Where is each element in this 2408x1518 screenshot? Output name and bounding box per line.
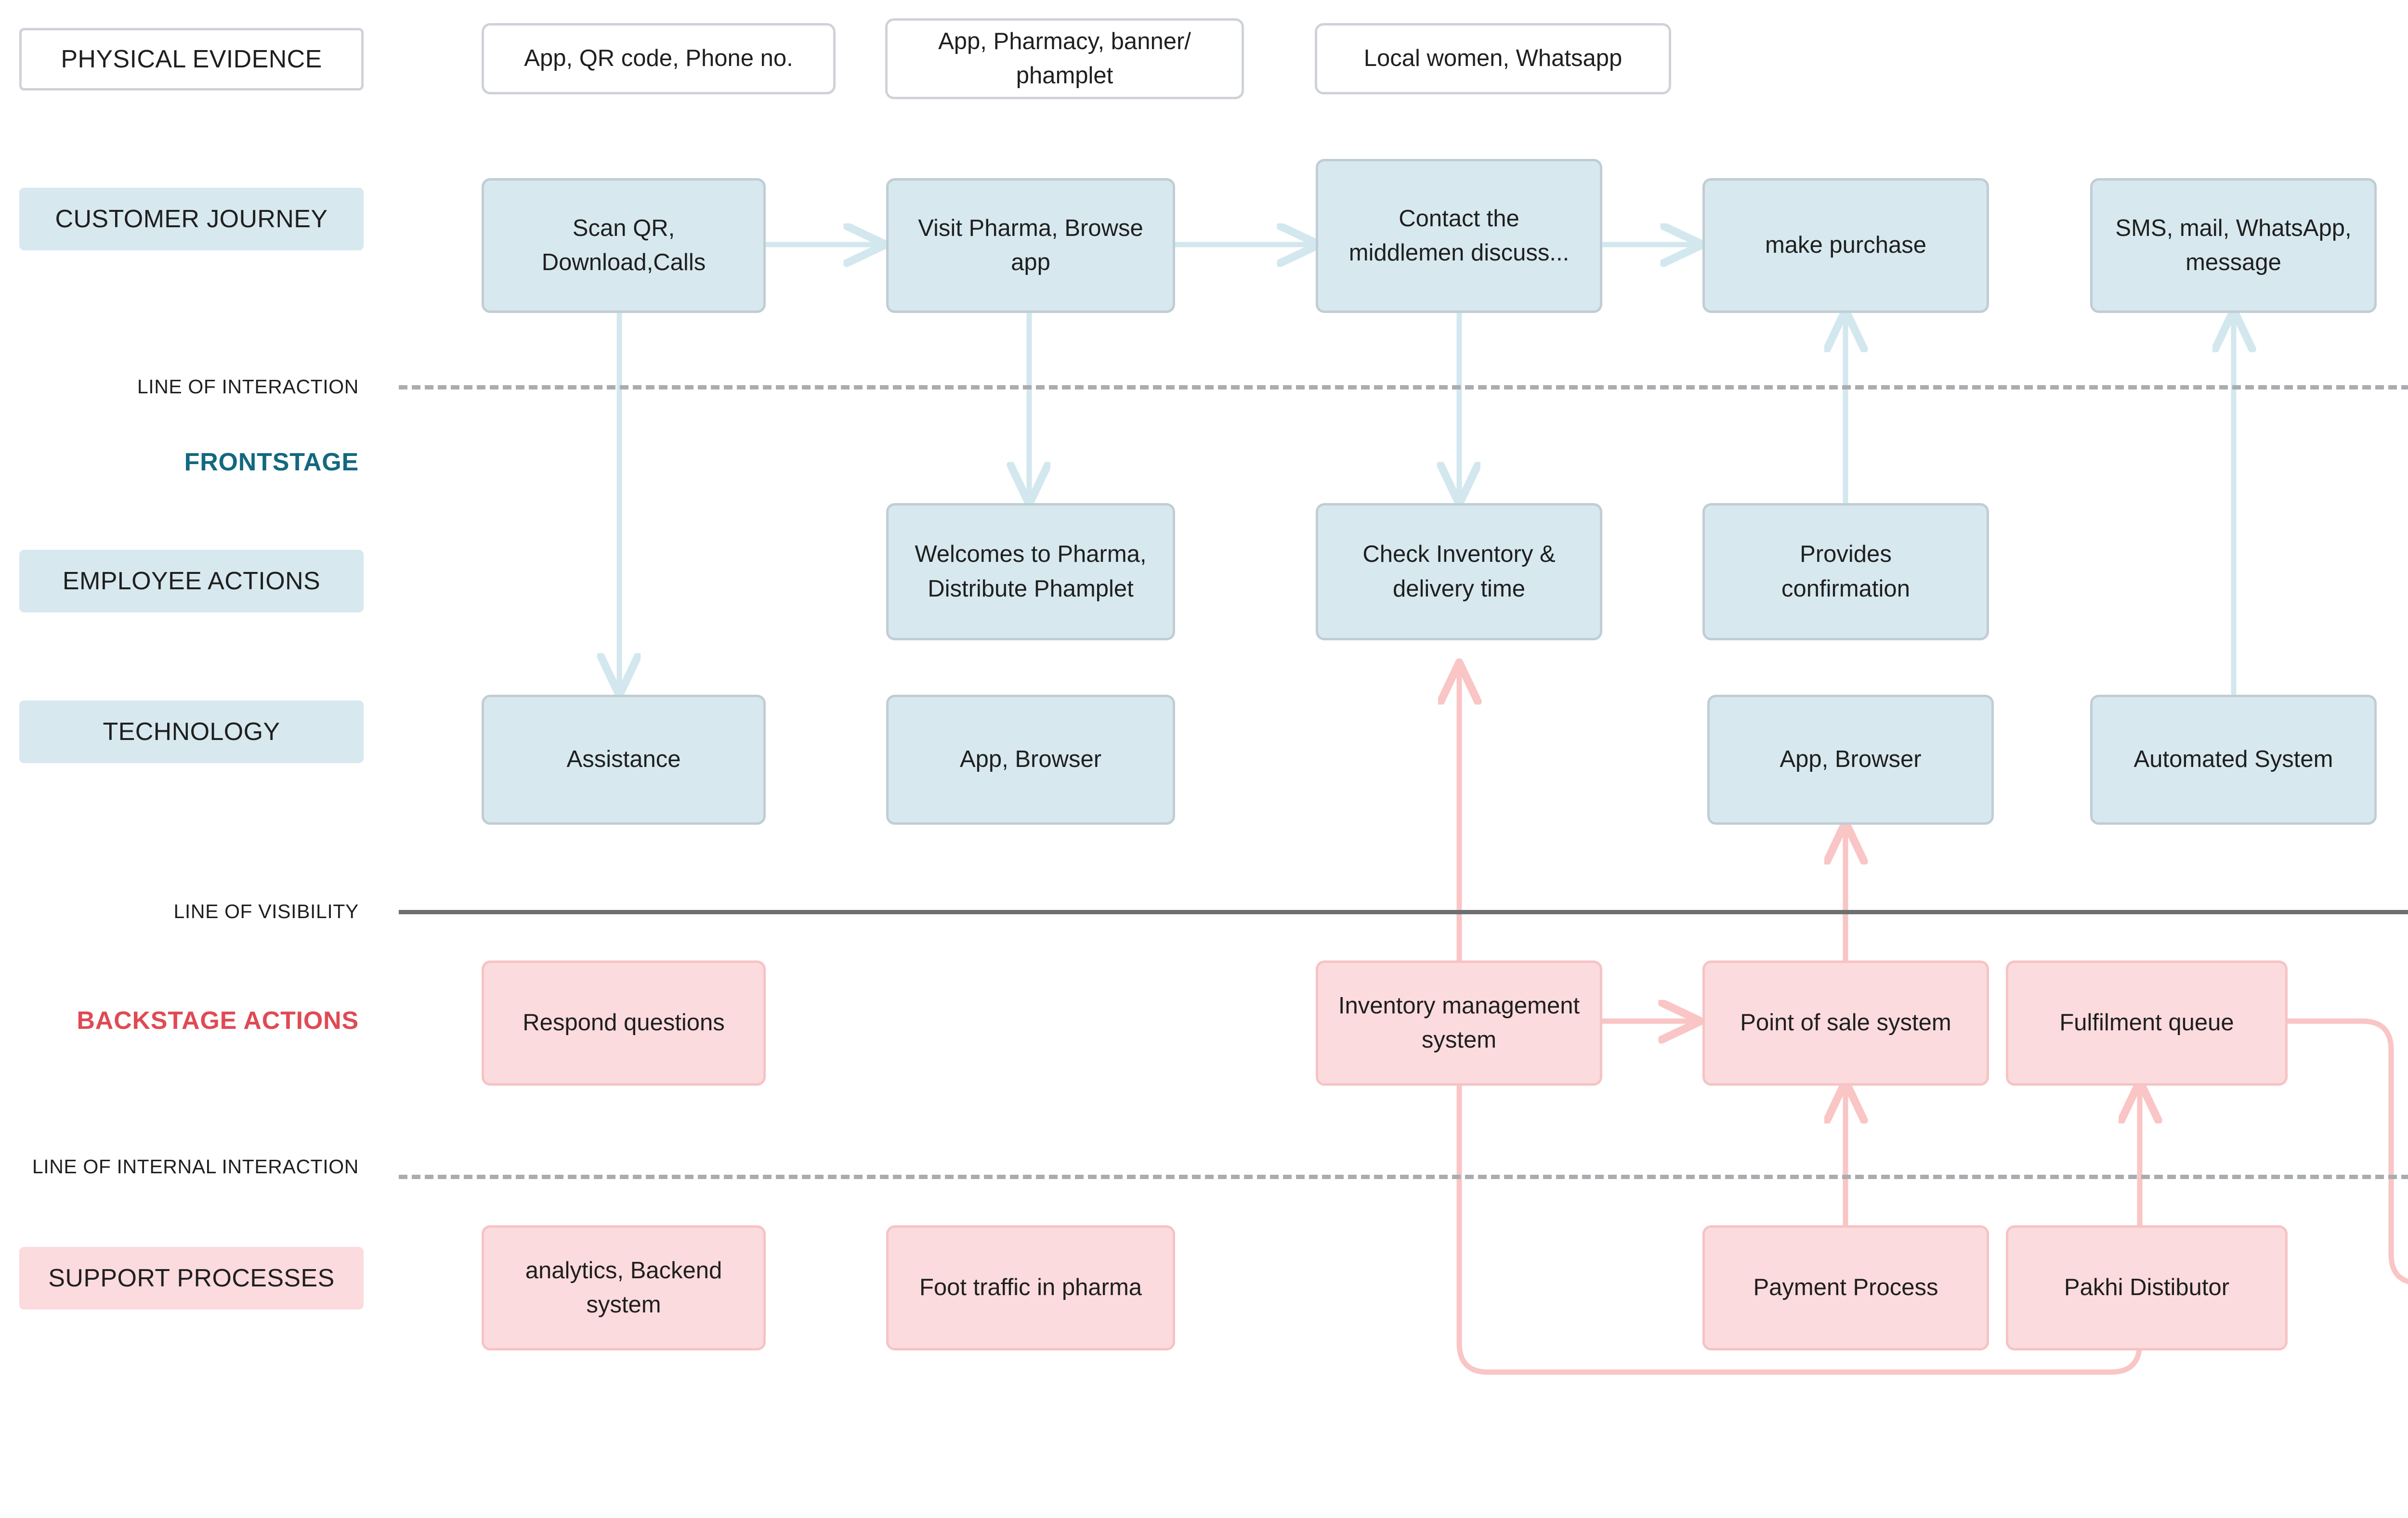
customer-journey-card[interactable]: SMS, mail, WhatsApp, message — [2090, 178, 2377, 313]
row-label-employee-actions-text: EMPLOYEE ACTIONS — [62, 567, 321, 595]
support-process-card[interactable]: Foot traffic in pharma — [886, 1225, 1175, 1350]
support-process-label: Foot traffic in pharma — [919, 1274, 1142, 1301]
row-label-technology: TECHNOLOGY — [19, 701, 364, 763]
backstage-action-label: Point of sale system — [1740, 1010, 1951, 1036]
support-process-card[interactable]: Pakhi Distibutor — [2006, 1225, 2288, 1350]
support-process-label: Pakhi Distibutor — [2064, 1274, 2230, 1301]
physical-evidence-card[interactable]: App, QR code, Phone no. — [482, 23, 836, 94]
backstage-action-label: Respond questions — [523, 1010, 725, 1036]
row-label-technology-text: TECHNOLOGY — [103, 718, 280, 746]
technology-card[interactable]: Automated System — [2090, 695, 2377, 825]
physical-evidence-card[interactable]: App, Pharmacy, banner/ phamplet — [885, 18, 1244, 99]
customer-journey-card[interactable]: Scan QR, Download,Calls — [482, 178, 766, 313]
customer-journey-label: SMS, mail, WhatsApp, message — [2115, 215, 2352, 275]
divider-line-of-interaction — [399, 385, 2408, 389]
caption-line-of-internal-interaction: LINE OF INTERNAL INTERACTION — [32, 1155, 359, 1178]
caption-backstage-actions: BACKSTAGE ACTIONS — [77, 1007, 359, 1035]
employee-action-card[interactable]: Check Inventory & delivery time — [1316, 503, 1602, 640]
physical-evidence-label: Local women, Whatsapp — [1363, 45, 1623, 72]
support-process-card[interactable]: Payment Process — [1702, 1225, 1989, 1350]
backstage-action-label: Inventory management system — [1338, 992, 1580, 1053]
customer-journey-card[interactable]: Visit Pharma, Browse app — [886, 178, 1175, 313]
customer-journey-label: Visit Pharma, Browse app — [918, 215, 1143, 275]
technology-label: Assistance — [566, 746, 681, 773]
customer-journey-label: make purchase — [1765, 232, 1926, 259]
pink-connectors — [1459, 312, 2408, 1375]
physical-evidence-card[interactable]: Local women, Whatsapp — [1315, 23, 1671, 94]
blue-connectors — [619, 245, 2234, 693]
customer-journey-card[interactable]: Contact the middlemen discuss... — [1316, 159, 1602, 313]
divider-line-of-visibility — [399, 910, 2408, 914]
backstage-action-card[interactable]: Inventory management system — [1316, 960, 1602, 1086]
backstage-action-card[interactable]: Respond questions — [482, 960, 766, 1086]
customer-journey-label: Scan QR, Download,Calls — [541, 215, 706, 275]
support-process-label: Payment Process — [1753, 1274, 1938, 1301]
row-label-customer-journey: CUSTOMER JOURNEY — [19, 188, 364, 250]
divider-line-of-internal-interaction — [399, 1175, 2408, 1179]
technology-label: App, Browser — [959, 746, 1102, 773]
technology-card[interactable]: App, Browser — [1707, 695, 1994, 825]
backstage-action-card[interactable]: Fulfilment queue — [2006, 960, 2288, 1086]
customer-journey-card[interactable]: make purchase — [1702, 178, 1989, 313]
technology-label: Automated System — [2133, 746, 2333, 773]
row-label-support-processes-text: SUPPORT PROCESSES — [48, 1264, 335, 1292]
row-label-physical-evidence: PHYSICAL EVIDENCE — [19, 28, 364, 91]
employee-action-label: Provides confirmation — [1781, 541, 1910, 602]
support-process-label: analytics, Backend system — [525, 1257, 722, 1318]
backstage-action-card[interactable]: Point of sale system — [1702, 960, 1989, 1086]
employee-action-card[interactable]: Welcomes to Pharma, Distribute Phamplet — [886, 503, 1175, 640]
caption-frontstage: FRONTSTAGE — [184, 448, 359, 476]
caption-line-of-interaction: LINE OF INTERACTION — [137, 376, 359, 398]
customer-journey-label: Contact the middlemen discuss... — [1348, 205, 1570, 266]
support-process-card[interactable]: analytics, Backend system — [482, 1225, 766, 1350]
technology-card[interactable]: App, Browser — [886, 695, 1175, 825]
row-label-employee-actions: EMPLOYEE ACTIONS — [19, 550, 364, 612]
row-label-support-processes: SUPPORT PROCESSES — [19, 1247, 364, 1310]
row-label-customer-journey-text: CUSTOMER JOURNEY — [55, 205, 328, 233]
employee-action-label: Check Inventory & delivery time — [1362, 541, 1556, 602]
technology-card[interactable]: Assistance — [482, 695, 766, 825]
technology-label: App, Browser — [1780, 746, 1922, 773]
employee-action-card[interactable]: Provides confirmation — [1702, 503, 1989, 640]
employee-action-label: Welcomes to Pharma, Distribute Phamplet — [915, 541, 1147, 602]
physical-evidence-label: App, Pharmacy, banner/ phamplet — [938, 28, 1191, 89]
row-label-physical-evidence-text: PHYSICAL EVIDENCE — [61, 45, 322, 73]
caption-line-of-visibility: LINE OF VISIBILITY — [173, 900, 359, 922]
physical-evidence-label: App, QR code, Phone no. — [524, 45, 793, 72]
backstage-action-label: Fulfilment queue — [2059, 1010, 2234, 1036]
